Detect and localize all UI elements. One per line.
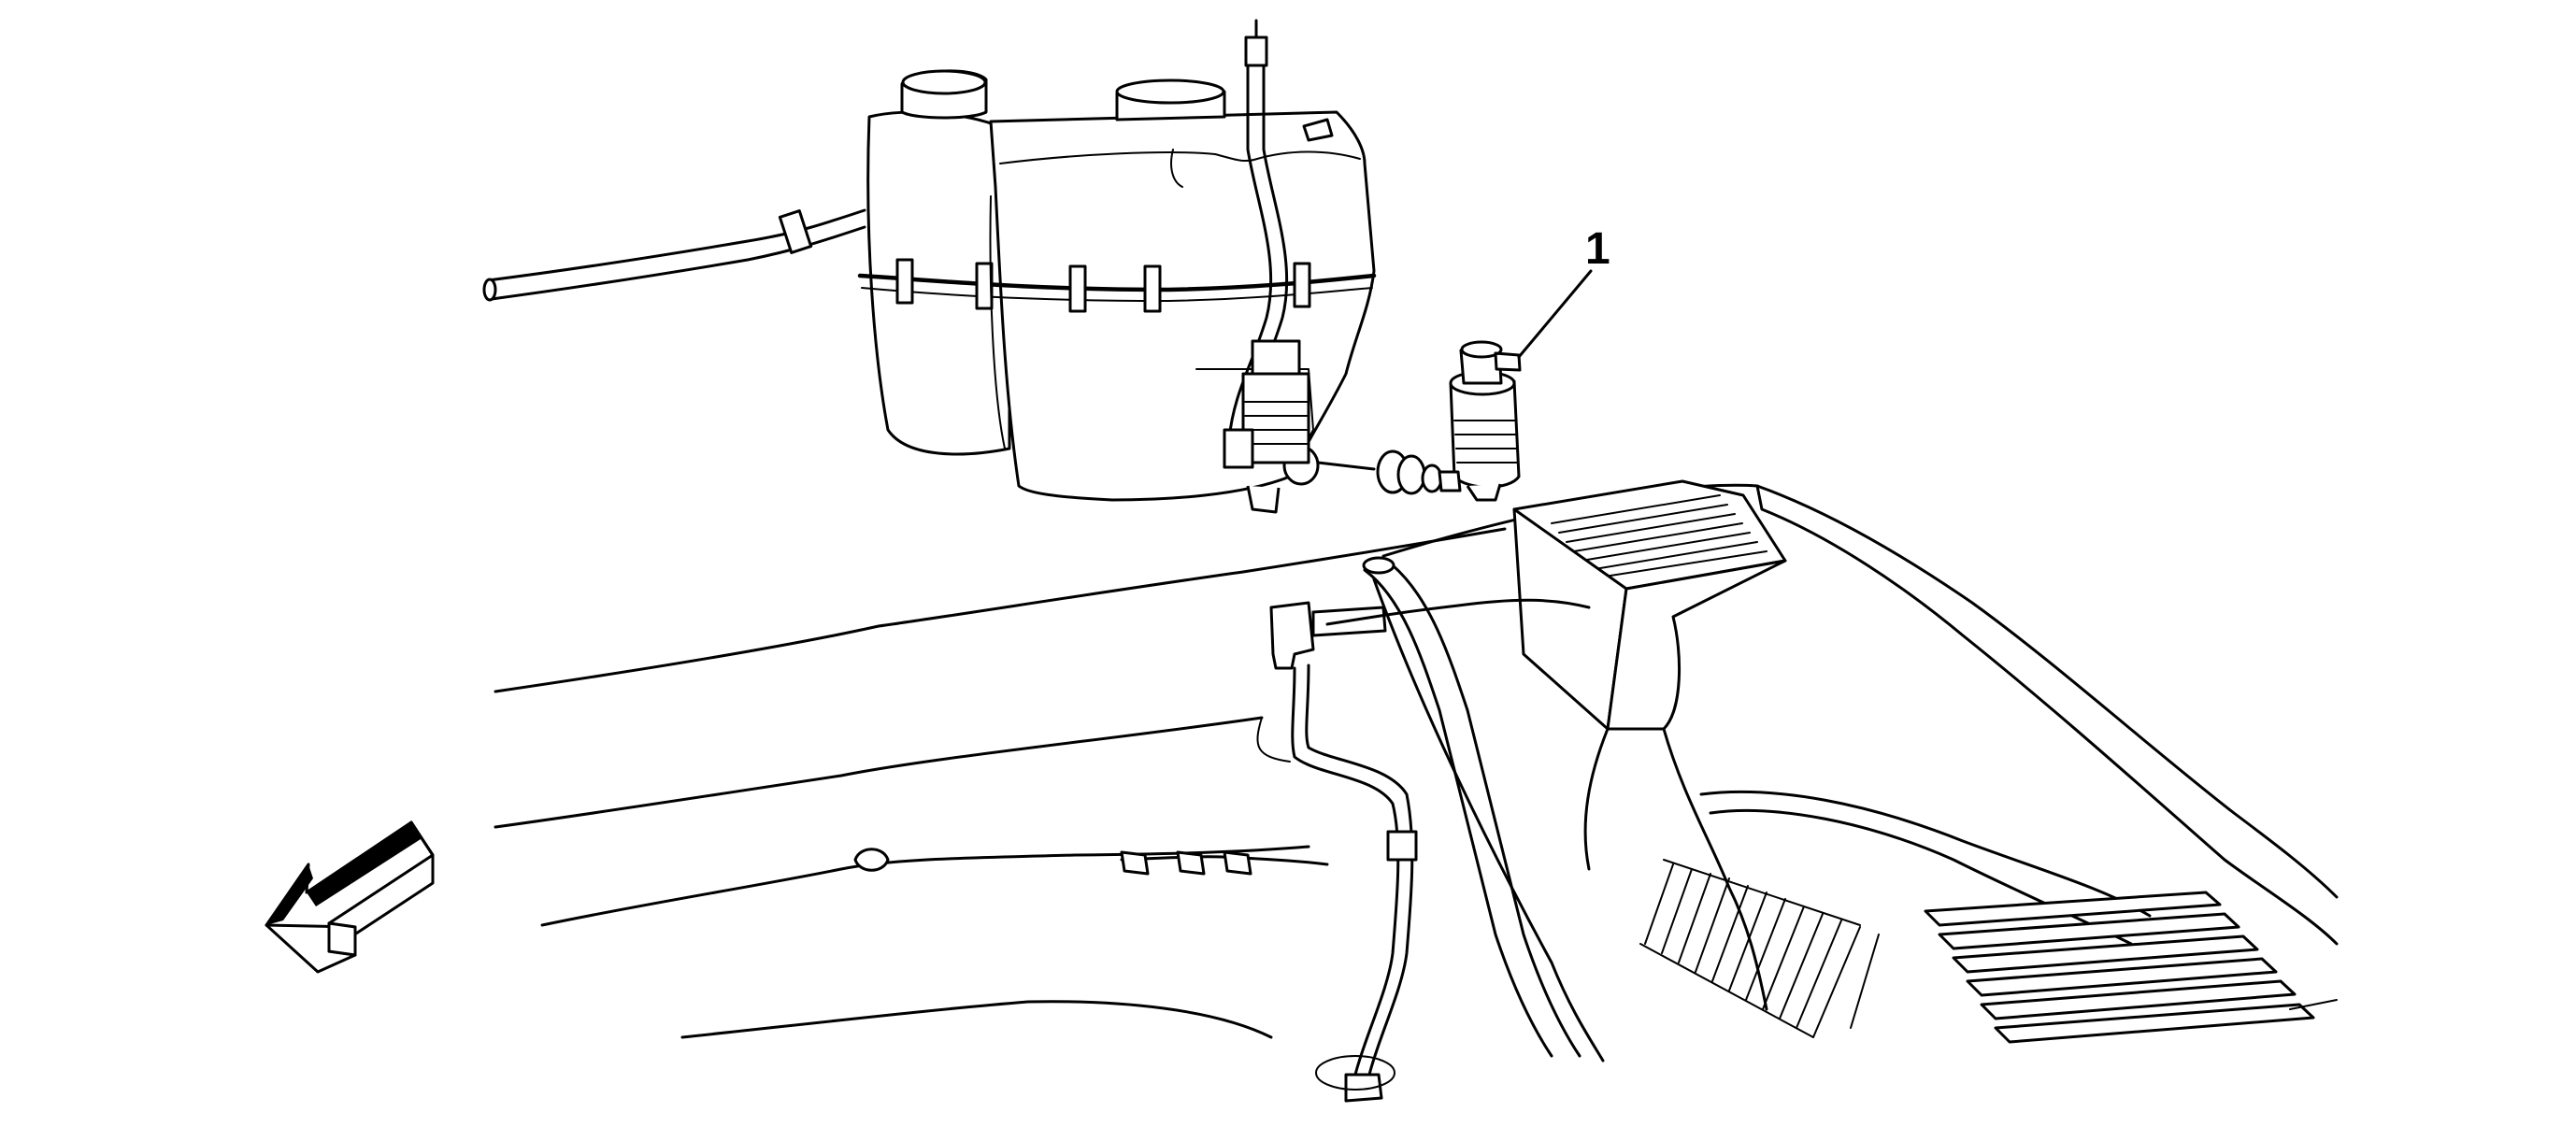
pump-grommet: [1316, 449, 1443, 495]
body-contour-lines: [494, 527, 1507, 1039]
washer-pump: [1438, 269, 1593, 502]
cowl-panel-assembly: [1372, 479, 2339, 1063]
installed-washer-pump: [1223, 339, 1310, 469]
forward-arrow-icon: [265, 820, 435, 974]
lower-vent-slots: [1639, 859, 1880, 1038]
reservoir-vent-hose: [482, 208, 866, 302]
lower-harness: [853, 848, 1329, 876]
callout-label: 1: [1585, 224, 1610, 274]
right-vent-slats: [1924, 891, 2315, 1044]
washer-nozzle-hose: [1269, 556, 1591, 1103]
